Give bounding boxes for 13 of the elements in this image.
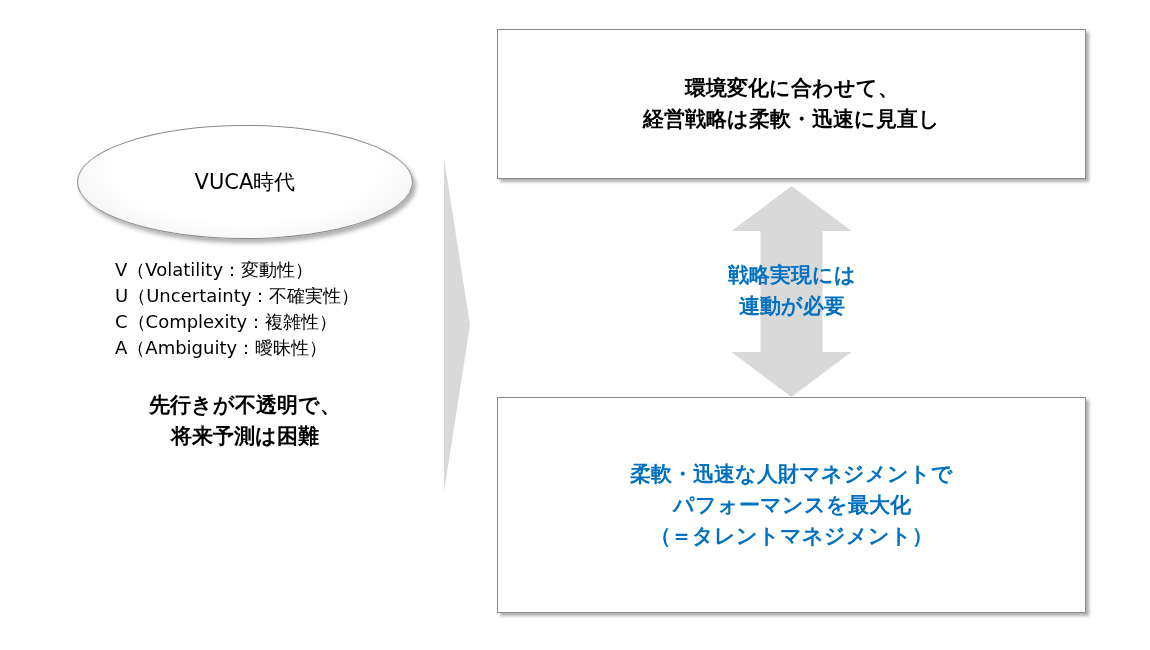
list-item-text: A（Ambiguity：曖昧性） xyxy=(115,336,329,360)
box-text: 柔軟・迅速な人財マネジメントでパフォーマンスを最大化（＝タレントマネジメント） xyxy=(630,460,953,550)
box-text: 環境変化に合わせて、経営戦略は柔軟・迅速に見直し xyxy=(643,75,940,133)
chevron-shape xyxy=(444,158,470,492)
text-box xyxy=(497,29,1086,179)
box-text: VUCA時代 xyxy=(194,168,296,196)
text-box xyxy=(497,397,1086,613)
edge-label: 戦略実現には連動が必要 xyxy=(726,261,857,320)
double-arrow xyxy=(731,186,852,397)
list-item-text: C（Complexity：複雑性） xyxy=(115,310,339,334)
list-item-text: V（Volatility：変動性） xyxy=(115,258,315,282)
list-item-text: U（Uncertainty：不確実性） xyxy=(115,284,361,308)
note-text: 先行きが不透明で、将来予測は困難 xyxy=(148,392,342,450)
